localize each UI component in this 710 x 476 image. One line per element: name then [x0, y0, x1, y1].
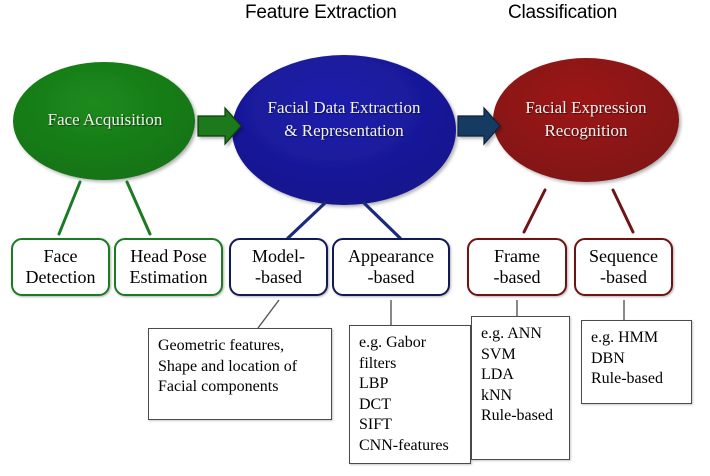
category-box-head-pose-estimation[interactable]: Head Pose Estimation [114, 238, 223, 296]
detail-box-frame-classifiers: e.g. ANN SVM LDA kNN Rule-based [471, 316, 570, 460]
section-header-feature-extraction: Feature Extraction [245, 2, 397, 23]
detail-box-sequence-classifiers: e.g. HMM DBN Rule-based [581, 320, 692, 404]
connector-green-group [57, 180, 152, 236]
detail-box-geometric-features: Geometric features, Shape and location o… [148, 328, 332, 420]
connector-blue-group [286, 201, 402, 240]
stage-ellipse-face-acquisition[interactable] [13, 62, 195, 180]
arrow-green-icon [197, 106, 242, 146]
connector-frame-based [522, 188, 547, 234]
connector-sequence-based [611, 188, 635, 234]
connector-geometric-detail [257, 299, 280, 329]
category-box-frame-based[interactable]: Frame -based [467, 238, 567, 296]
connector-detail-group [257, 299, 625, 329]
connector-red-group [522, 188, 635, 234]
connector-appearance-based [362, 201, 402, 240]
connector-face-detection [57, 180, 82, 236]
category-box-sequence-based[interactable]: Sequence -based [574, 238, 673, 296]
stage-ellipse-facial-data-extraction[interactable] [232, 55, 456, 205]
category-box-face-detection[interactable]: Face Detection [11, 238, 110, 296]
arrow-blue-icon [457, 106, 501, 146]
category-box-model-based[interactable]: Model- -based [229, 238, 328, 296]
section-header-classification: Classification [508, 2, 618, 23]
connector-head-pose [125, 180, 152, 236]
connector-model-based [286, 201, 327, 240]
detail-box-appearance-methods: e.g. Gabor filters LBP DCT SIFT CNN-feat… [349, 325, 471, 464]
category-box-appearance-based[interactable]: Appearance -based [332, 238, 450, 296]
stage-ellipse-facial-expression-recognition[interactable] [493, 58, 679, 182]
